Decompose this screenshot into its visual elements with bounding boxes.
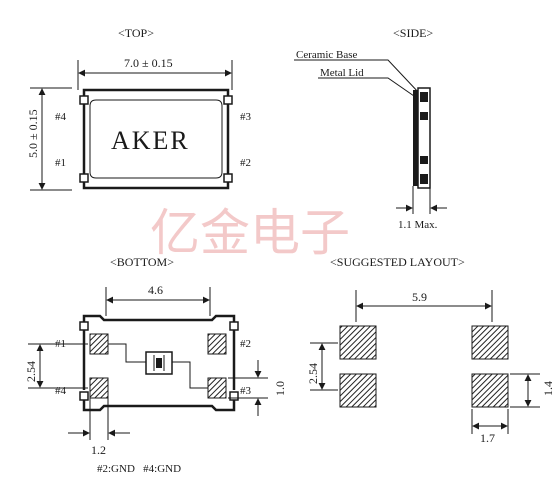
metal-lid-leader bbox=[318, 77, 415, 97]
top-pin4-label: #4 bbox=[55, 111, 67, 123]
top-view-title: <TOP> bbox=[118, 26, 154, 40]
top-lid-outline bbox=[89, 99, 223, 179]
layout-vertical-pitch-dim: 2.54 bbox=[306, 363, 320, 384]
bottom-package-outline bbox=[82, 314, 236, 412]
bottom-pad-1 bbox=[89, 333, 109, 355]
ceramic-base-body bbox=[417, 87, 431, 189]
top-package-outline bbox=[82, 88, 230, 190]
bottom-pin1-label: #1 bbox=[55, 338, 66, 350]
side-thickness-dim: 1.1 Max. bbox=[398, 219, 438, 231]
layout-view-title: <SUGGESTED LAYOUT> bbox=[330, 255, 465, 269]
bottom-pad-4 bbox=[89, 377, 109, 399]
brand-marking: AKER bbox=[111, 126, 190, 155]
top-height-dim: 5.0 ± 0.15 bbox=[26, 109, 40, 158]
top-view: <TOP> 7.0 ± 0.15 5.0 ± 0.15 AKER #4 #1 #… bbox=[26, 26, 252, 191]
top-pin3-label: #3 bbox=[240, 111, 252, 123]
side-view-title: <SIDE> bbox=[393, 26, 433, 40]
layout-pad-height-dim: 1.4 bbox=[541, 381, 555, 396]
bottom-view: <BOTTOM> 4.6 2.54 1.0 1.2 #1 bbox=[24, 255, 287, 475]
layout-pad-width-dim: 1.7 bbox=[480, 431, 495, 445]
bottom-view-title: <BOTTOM> bbox=[110, 255, 174, 269]
bottom-pin2-label: #2 bbox=[240, 338, 251, 350]
internal-connection bbox=[108, 343, 208, 389]
metal-lid-body bbox=[413, 90, 418, 186]
layout-pad-2 bbox=[471, 325, 509, 360]
bottom-pitch-dim: 4.6 bbox=[148, 283, 163, 297]
bottom-pad-height-dim: 1.0 bbox=[273, 381, 287, 396]
ceramic-leader bbox=[294, 59, 421, 95]
gnd-note: #2:GND #4:GND bbox=[97, 463, 181, 475]
top-pin1-label: #1 bbox=[55, 157, 66, 169]
side-view: <SIDE> Ceramic Base Metal Lid 1.1 Max. bbox=[294, 26, 447, 231]
layout-pad-1 bbox=[339, 325, 377, 360]
bottom-vertical-pitch-dim: 2.54 bbox=[24, 361, 38, 382]
top-pin2-label: #2 bbox=[240, 157, 251, 169]
bottom-pin4-label: #4 bbox=[55, 385, 67, 397]
bottom-pad-width-dim: 1.2 bbox=[91, 443, 106, 457]
bottom-pad-3 bbox=[207, 377, 227, 399]
layout-span-dim: 5.9 bbox=[412, 290, 427, 304]
layout-pad-3 bbox=[471, 373, 509, 408]
top-width-dim: 7.0 ± 0.15 bbox=[124, 56, 173, 70]
watermark: 亿金电子 bbox=[150, 204, 350, 262]
bottom-pin3-label: #3 bbox=[240, 385, 252, 397]
metal-lid-label: Metal Lid bbox=[320, 67, 364, 79]
bottom-pad-2 bbox=[207, 333, 227, 355]
suggested-layout-view: <SUGGESTED LAYOUT> 5.9 2.54 1.4 1.7 bbox=[306, 255, 555, 445]
layout-pad-4 bbox=[339, 373, 377, 408]
ceramic-base-label: Ceramic Base bbox=[296, 49, 358, 61]
